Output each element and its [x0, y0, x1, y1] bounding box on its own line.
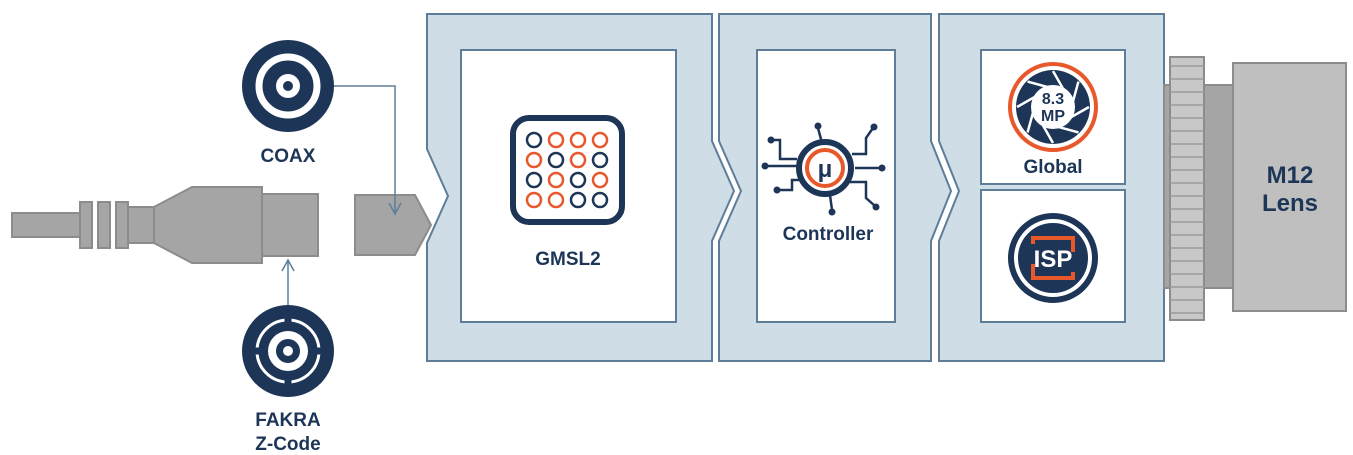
- cable: [11, 212, 83, 238]
- fakra-connector-icon: [242, 305, 334, 397]
- coax-connector-icon: [242, 40, 334, 132]
- megapixel-unit: MP: [1041, 108, 1065, 125]
- lens-barrel: [1232, 62, 1347, 312]
- fakra-label-line1: FAKRA: [255, 410, 321, 431]
- gmsl2-grid-dot: [525, 171, 543, 189]
- aperture-icon: [1008, 62, 1098, 152]
- gmsl2-grid-dot: [591, 151, 609, 169]
- controller-label: Controller: [783, 224, 874, 245]
- microcontroller-icon: [766, 127, 880, 211]
- m12-lens: [1163, 56, 1347, 321]
- strain-relief-rib: [79, 201, 93, 249]
- strain-relief-rib: [97, 201, 111, 249]
- gmsl2-grid-dot: [569, 191, 587, 209]
- global-shutter-label: Global: [1023, 157, 1082, 178]
- gmsl2-grid-dot: [547, 171, 565, 189]
- lens-label-line2: Lens: [1262, 190, 1318, 217]
- microcontroller-nodes: [761, 122, 886, 216]
- plug-body: [261, 193, 319, 257]
- gmsl2-grid-dot: [591, 191, 609, 209]
- gmsl2-label: GMSL2: [535, 249, 600, 270]
- plug-taper: [153, 186, 263, 264]
- coax-leader-line: [332, 85, 396, 212]
- socket: [354, 194, 433, 256]
- fakra-leader-arrowhead: [281, 258, 295, 272]
- connector-lines: [281, 85, 402, 305]
- gmsl2-grid-dot: [525, 191, 543, 209]
- gmsl2-grid-dot: [547, 191, 565, 209]
- microcontroller-core: [805, 148, 845, 188]
- coax-leader-arrowhead: [388, 202, 402, 216]
- strain-relief-body: [127, 206, 155, 244]
- controller-mu-symbol: μ: [818, 156, 833, 183]
- gmsl2-grid-dot: [569, 131, 587, 149]
- gmsl2-grid-dot: [569, 151, 587, 169]
- gmsl2-grid-dot: [569, 171, 587, 189]
- gmsl2-grid-dot: [525, 131, 543, 149]
- gmsl2-grid-dot: [591, 171, 609, 189]
- strain-relief-rib: [115, 201, 129, 249]
- isp-label: ISP: [1034, 246, 1073, 273]
- gmsl2-chip-icon: [510, 115, 625, 225]
- lens-thread-ribs: [1170, 65, 1204, 314]
- gmsl2-grid-dot: [525, 151, 543, 169]
- gmsl2-grid-dot: [547, 131, 565, 149]
- isp-icon: [1008, 213, 1098, 303]
- megapixel-value: 8.3: [1042, 91, 1064, 108]
- fakra-label-line2: Z-Code: [255, 434, 320, 455]
- lens-thread: [1169, 56, 1205, 321]
- inner-cards: [460, 49, 1126, 323]
- gmsl2-card: [460, 49, 677, 323]
- cable-assembly: [11, 186, 319, 264]
- gmsl2-grid-dot: [547, 151, 565, 169]
- coax-label: COAX: [261, 146, 316, 167]
- lens-label-line1: M12: [1267, 162, 1314, 189]
- gmsl2-grid-dot: [591, 131, 609, 149]
